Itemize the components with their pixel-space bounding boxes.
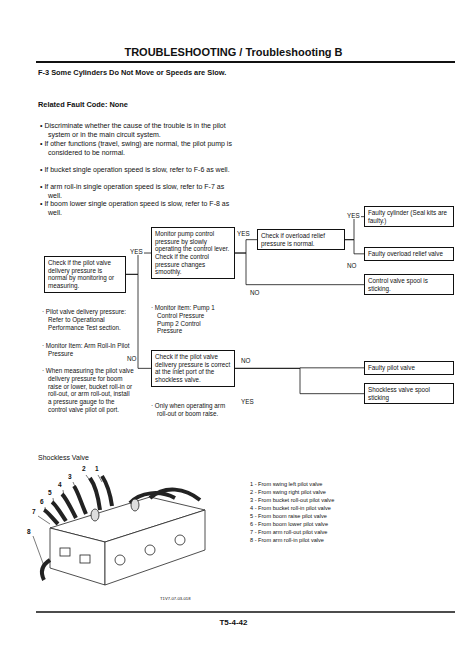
note-text: · Pilot valve delivery pressure: Refer t… [42,308,134,331]
note-text: • If bucket single operation speed is sl… [40,166,238,175]
leader-line [63,490,64,497]
legend-list-item: 5 - From boom raise pilot valve [250,513,450,520]
figure-code: T1V7-07-03-018 [160,596,220,601]
result-box: Faulty pilot valve [364,361,454,375]
check-box: Check if the pilot valve delivery pressu… [151,350,235,387]
flow-connector [345,217,364,240]
flow-connector [235,240,257,253]
legend-list-item: 4 - From bucket roll-in pilot valve [250,505,450,512]
edge-label: NO [240,358,251,364]
sensor [131,499,139,511]
header-rule [36,61,455,63]
valve-front-face [105,510,205,585]
leader-line [98,475,102,482]
footer-rule [36,611,455,613]
note-text: · Only when operating arm roll-out or bo… [151,402,229,418]
hose [62,494,76,518]
port [115,555,125,565]
valve-left-face [50,528,105,585]
leader-line [45,507,46,513]
page-title: TROUBLESHOOTING / Troubleshooting B [0,46,467,60]
edge-label: NO [126,356,137,362]
node-text: Monitor pump control pressure by slowly … [155,230,231,276]
note-text: • If arm roll-in single operation speed … [40,183,238,200]
legend-list-item: 2 - From swing right pilot valve [250,489,450,496]
flow-connector [235,368,364,393]
callout-number: 6 [40,498,50,506]
leader-line [33,536,44,566]
edge-label: YES [236,231,251,237]
callout-number: 8 [27,528,37,536]
callout-number: 1 [95,465,105,473]
leader-line [73,482,76,489]
fitting [80,555,90,563]
node-text: Check if overload relief pressure is nor… [261,232,341,247]
note-text: • If other functions (travel, swing) are… [40,140,238,157]
node-text: Check if the pilot valve delivery pressu… [48,259,122,290]
note-text: • Discriminate whether the cause of the … [40,122,238,139]
leader-lines [33,475,102,566]
result-box: Faulty overload relief valve [364,247,454,261]
edge-label: NO [249,290,260,296]
legend-list-item: 3 - From bucket roll-out pilot valve [250,497,450,504]
note-text: · Monitor item: Pump 1 Control Pressure … [151,304,221,335]
callout-number: 5 [48,489,58,497]
page-number: T5-4-42 [0,618,467,628]
hose [90,478,100,510]
callout-number: 3 [68,473,78,481]
legend-list-item: 7 - From arm roll-out pilot valve [250,529,450,536]
result-box: Faulty cylinder (Seal kits are faulty.) [364,206,454,227]
node-text: Check if the pilot valve delivery pressu… [155,353,231,384]
node-text: Faulty pilot valve [368,364,450,372]
callout-number: 2 [82,465,92,473]
legend-list-item: 6 - From boom lower pilot valve [250,521,450,528]
edge-label: YES [346,213,361,219]
result-box: Shockless valve spool sticking [364,383,454,404]
check-box: Check if overload relief pressure is nor… [257,229,345,250]
legend-list-item: 8 - From arm roll-in pilot valve [250,537,450,544]
fitting [60,548,70,556]
legend-list-item: 1 - From swing left pilot valve [250,481,450,488]
leader-line [38,516,50,524]
note-text: · When measuring the pilot valve deliver… [42,367,134,414]
hose [102,476,112,506]
port [175,535,185,545]
flow-connector [126,253,151,274]
node-text: Faulty cylinder (Seal kits are faulty.) [368,209,450,224]
flow-connector [235,253,364,285]
leader-line [53,498,54,505]
hose [150,490,200,500]
edge-label: YES [129,249,144,255]
check-box: Check if the pilot valve delivery pressu… [44,256,126,293]
port [145,545,155,555]
hose [74,486,86,514]
result-box: Control valve spool is sticking. [364,274,454,295]
leader-line [86,475,91,482]
sensor [91,509,99,521]
flow-connector [126,274,151,368]
flow-connector [345,240,364,254]
shockless-valve-drawing [42,476,205,585]
node-text: Faulty overload relief valve [368,250,450,258]
edge-label: YES [240,399,255,405]
node-text: Shockless valve spool sticking [368,386,450,401]
callout-number: 7 [32,508,42,516]
note-text: • If boom lower single operation speed i… [40,200,238,217]
section-heading: F-3 Some Cylinders Do Not Move or Speeds… [38,68,268,77]
figure-title: Shockless Valve [38,454,138,463]
edge-label: NO [346,263,357,269]
callout-number: 4 [58,481,68,489]
section-heading: Related Fault Code: None [38,100,238,109]
node-text: Control valve spool is sticking. [368,277,450,292]
note-text: · Monitor Item: Arm Roll-In Pilot Pressu… [42,342,134,358]
check-box: Monitor pump control pressure by slowly … [151,227,235,279]
